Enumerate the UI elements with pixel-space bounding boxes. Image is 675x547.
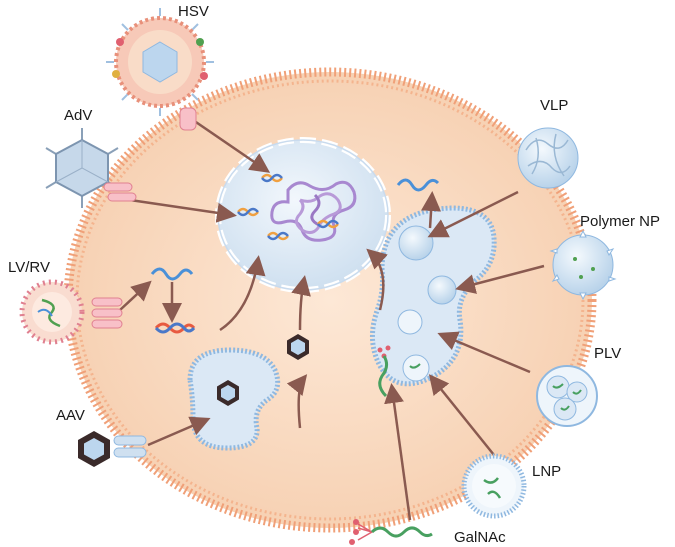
receptor-icon <box>91 297 123 329</box>
hsv-virus-icon <box>106 8 214 116</box>
label-vlp: VLP <box>540 97 568 114</box>
endosome-polymer-np <box>427 275 457 305</box>
label-polymer-np: Polymer NP <box>580 213 660 230</box>
endosome-right <box>370 205 497 387</box>
lipid-nanoparticle-icon <box>461 453 527 519</box>
receptor-icon <box>179 107 197 131</box>
polymer-nanoparticle-icon <box>549 229 617 301</box>
plv-vesicle-icon <box>536 365 598 427</box>
endosome-plv <box>397 309 423 335</box>
label-aav: AAV <box>56 407 85 424</box>
label-galnac: GalNAc <box>454 529 506 546</box>
cell <box>63 67 597 533</box>
label-plv: PLV <box>594 345 621 362</box>
endosome-aav <box>187 347 281 451</box>
aav-capsid-icon <box>217 380 239 406</box>
dna-helix-icon <box>261 173 283 183</box>
label-lnp: LNP <box>532 463 561 480</box>
label-adv: AdV <box>64 107 92 124</box>
dna-helix-icon <box>267 231 289 241</box>
lentivirus-icon <box>19 279 85 345</box>
dna-helix-icon <box>317 219 339 229</box>
dna-helix-icon <box>237 207 259 217</box>
label-lvrv: LV/RV <box>8 259 50 276</box>
dna-helix-icon <box>154 322 196 334</box>
nucleus <box>215 137 391 293</box>
rna-strand <box>150 267 194 281</box>
aav-capsid-icon <box>78 431 110 467</box>
mrna-strand <box>396 178 440 192</box>
galnac-conjugate-icon <box>377 345 391 398</box>
aav-capsid-icon <box>287 334 309 360</box>
pathway-arrows <box>119 116 545 521</box>
endosome-vlp <box>398 225 434 261</box>
galnac-conjugate-icon <box>349 519 433 545</box>
receptor-icon <box>103 182 137 202</box>
vlp-particle-icon <box>517 127 579 189</box>
label-hsv: HSV <box>178 3 209 20</box>
receptor-icon <box>113 435 147 458</box>
